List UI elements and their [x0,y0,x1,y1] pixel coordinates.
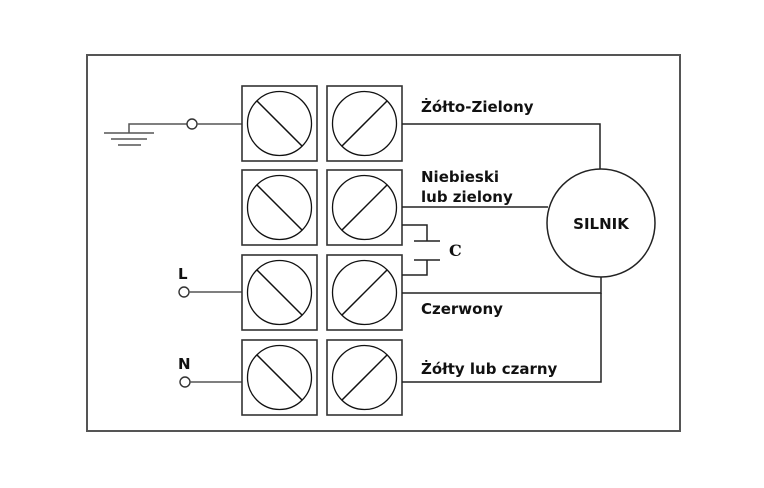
motor-label: SILNIK [573,215,630,233]
screw-slot [256,100,303,147]
wire-label-blue-line2: lub zielony [421,188,513,206]
wire-red [402,275,602,294]
screw-slot [256,269,303,316]
N-terminal [179,376,191,388]
screw-terminal-row2-left [241,169,318,246]
screw-terminal-row4-right [326,339,403,416]
wire-label-yellow-green: Żółto-Zielony [421,97,534,116]
label-L: L [178,265,188,283]
diagram-frame [86,54,681,432]
screw-slot [256,354,303,401]
earth-terminal [186,118,198,130]
screw-slot [341,100,388,147]
screw-slot [256,184,303,231]
wire-yellow-or-black [402,293,602,383]
screw-slot [341,269,388,316]
screw-terminal-row2-right [326,169,403,246]
screw-terminal-row4-left [241,339,318,416]
motor-circle [546,168,656,278]
screw-slot [341,354,388,401]
wire-yellow-green [402,123,601,170]
screw-slot [341,184,388,231]
screw-terminal-row3-left [241,254,318,331]
label-N: N [178,355,191,373]
wire-label-red: Czerwony [421,300,503,318]
wire-label-blue-line1: Niebieski [421,168,499,186]
wire-label-yellow-or-black: Żółty lub czarny [421,359,558,378]
capacitor-label: C [449,241,462,260]
screw-terminal-row1-right [326,85,403,162]
capacitor-icon [402,224,440,276]
screw-terminal-row1-left [241,85,318,162]
L-terminal [178,286,190,298]
ground-symbol-icon [104,123,187,146]
screw-terminal-row3-right [326,254,403,331]
